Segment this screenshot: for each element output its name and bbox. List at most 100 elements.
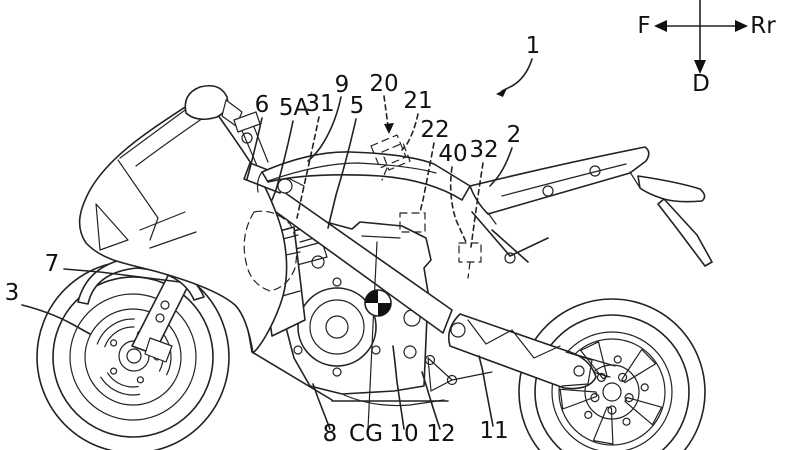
hidden-unit-21-inner	[381, 142, 411, 171]
callout-21-label: 21	[403, 88, 432, 114]
rear-fender	[637, 175, 713, 267]
callout-31-label: 31	[305, 91, 334, 117]
callout-10-label: 10	[389, 421, 418, 447]
subframe	[471, 211, 549, 264]
tank-seam	[267, 162, 437, 182]
link-pin	[446, 374, 458, 386]
callout-40-label: 40	[438, 141, 467, 167]
crankcase-cover-mid	[309, 299, 365, 355]
headlight-lens	[95, 203, 129, 251]
swingarm-pivot	[450, 322, 466, 338]
case-bolt	[293, 345, 303, 355]
hidden-unit-tail	[381, 167, 388, 181]
down-arrowhead	[694, 60, 706, 74]
center-of-gravity	[364, 241, 392, 430]
leader-9	[307, 96, 342, 162]
front-arrowhead	[654, 20, 667, 32]
callout-5-label: 5	[350, 93, 365, 119]
subframe-diagonal	[509, 237, 549, 257]
disc-bolt	[136, 376, 144, 384]
callout-labels: 1 9 20 21 6 5A 31 5 22 2 40 32 7 3 8 CG …	[5, 33, 541, 447]
disc-slot	[104, 326, 135, 348]
rear-tire-inner	[534, 314, 690, 450]
sprocket-bolt	[596, 372, 607, 382]
mirror	[184, 84, 229, 121]
seat-to-subframe	[487, 212, 497, 225]
fork-hole	[160, 300, 170, 310]
callout-22-label: 22	[420, 117, 449, 143]
rear-direction-label: Rr	[750, 13, 776, 39]
hidden-intake-duct	[243, 210, 298, 292]
swingarm-body	[447, 313, 597, 390]
tail-bolt	[589, 165, 601, 177]
brake-caliper	[144, 337, 173, 363]
tail-bolt	[542, 185, 554, 197]
chain-adjuster	[573, 365, 585, 377]
bar-end	[277, 178, 293, 194]
disc-bolt	[109, 367, 118, 375]
crankcase-cover-outer	[297, 287, 377, 367]
fork-hole	[155, 313, 165, 323]
disc-slot	[161, 332, 172, 376]
hidden-components	[243, 134, 482, 292]
callout-20-label: 20	[369, 71, 398, 97]
disc-slot	[100, 376, 141, 396]
leader-7	[63, 268, 181, 283]
front-fairing	[78, 84, 305, 354]
case-bolt	[332, 367, 342, 377]
fairing-vent-line	[139, 211, 186, 231]
tank-front-edge	[256, 171, 263, 193]
callout-3-label: 3	[5, 280, 20, 306]
fork-tube-upper	[251, 121, 269, 163]
callout-5a-label: 5A	[279, 95, 310, 121]
fork-tube-upper	[239, 125, 259, 169]
callout-7-label: 7	[45, 251, 60, 277]
footpeg	[504, 252, 516, 264]
cg-symbol-quadrant	[378, 303, 391, 316]
exhaust-pipe	[343, 394, 445, 407]
leader-6	[246, 117, 263, 180]
hidden-box-22	[399, 212, 426, 233]
fairing-vent-line	[149, 231, 197, 249]
crankcase-cover-center	[325, 315, 349, 339]
subframe-diagonal	[471, 211, 511, 257]
hidden-box-stub	[467, 261, 471, 279]
link-rod	[451, 371, 493, 381]
front-axle	[126, 348, 142, 364]
rear-spoke	[592, 406, 614, 445]
leader-5a	[271, 120, 294, 201]
sprocket-bolt	[607, 405, 617, 415]
front-rim	[69, 293, 197, 421]
direction-indicator: F Rr D	[637, 0, 776, 97]
leader-10	[392, 345, 405, 430]
ignition	[241, 132, 253, 144]
headlight-line	[117, 159, 159, 241]
swingarm	[405, 299, 616, 392]
cylinder-boss	[311, 255, 325, 269]
fairing-body	[78, 99, 288, 354]
down-direction-label: D	[692, 71, 710, 97]
windscreen-edge	[119, 101, 197, 159]
sprocket-bolt	[617, 372, 628, 382]
leader-21	[401, 113, 419, 151]
leader-32	[470, 162, 484, 248]
brake-disc	[84, 308, 182, 406]
subframe-diagonal	[491, 229, 529, 263]
carrier-bolt	[584, 410, 593, 419]
leader-3	[21, 304, 91, 335]
fuel-tank	[256, 151, 471, 201]
link-triangle	[427, 357, 453, 392]
disc-slot	[96, 318, 135, 345]
leader-20	[383, 95, 389, 127]
tail-to-fender	[629, 171, 641, 189]
callout-9-label: 9	[335, 72, 350, 98]
axle-plate	[561, 351, 593, 387]
rear-fender-spike	[657, 198, 713, 267]
leader-22	[419, 142, 435, 213]
callout-32-label: 32	[469, 137, 498, 163]
carrier-bolt	[622, 417, 631, 426]
leader-1	[501, 58, 533, 92]
front-tire-inner	[52, 276, 214, 438]
